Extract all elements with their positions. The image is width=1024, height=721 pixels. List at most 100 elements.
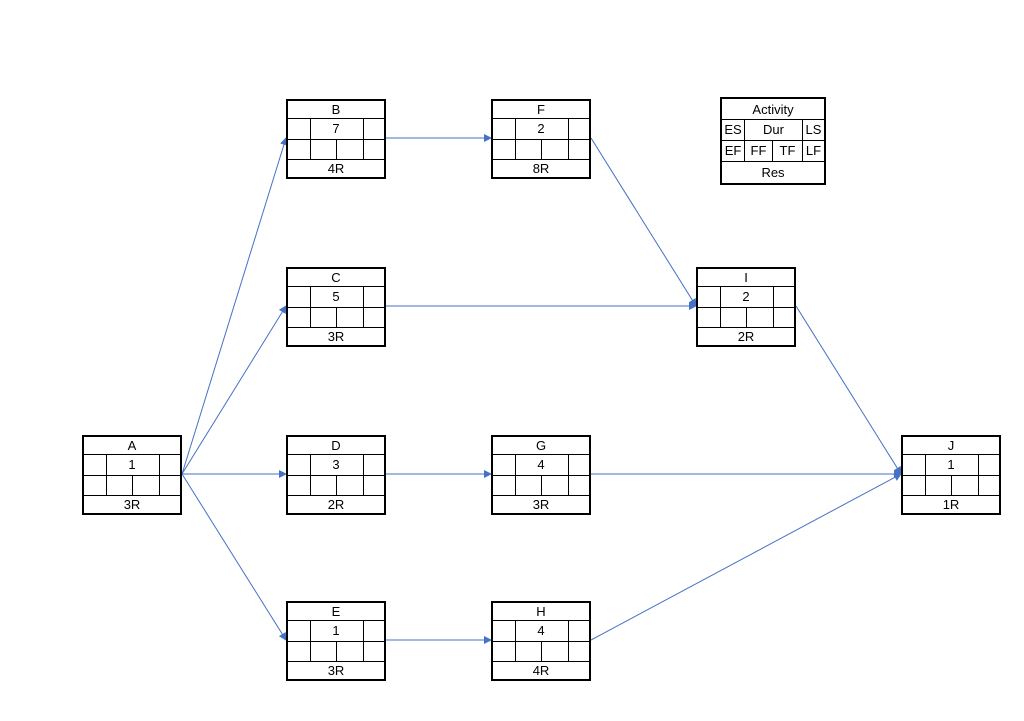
activity-node-g: G 4 3R [491,435,591,515]
arrow-a-to-b [181,137,288,475]
activity-resource-row: 1R [903,496,999,513]
activity-name-row: H [493,603,589,621]
activity-name-row: E [288,603,384,621]
activity-resource: 3R [327,663,345,678]
arrow-h-to-j [590,473,902,641]
activity-resource: 4R [327,161,345,176]
legend-tf: TF [772,141,802,161]
activity-name: E [331,604,341,619]
activity-resource-row: 4R [288,160,384,177]
activity-resource: 2R [737,329,755,344]
activity-name: B [331,102,341,117]
activity-resource-row: 8R [493,160,589,177]
legend-es: ES [724,122,742,137]
activity-duration: 1 [947,457,955,472]
activity-resource: 3R [327,329,345,344]
activity-duration-row: 1 [903,455,999,476]
activity-name-row: C [288,269,384,287]
activity-duration-row: 1 [84,455,180,476]
activity-float-row [84,476,180,496]
activity-name-row: B [288,101,384,119]
activity-name-row: J [903,437,999,455]
activity-node-j: J 1 1R [901,435,1001,515]
activity-resource-row: 4R [493,662,589,679]
activity-float-row [288,642,384,662]
activity-duration: 1 [332,623,340,638]
activity-float-row [288,308,384,328]
arrow-a-to-c [181,305,287,475]
activity-duration-row: 5 [288,287,384,308]
legend-lf: LF [802,141,824,161]
activity-float-row [493,476,589,496]
legend-res: Res [761,165,785,180]
legend-row-finish: EF FF TF LF [722,141,824,162]
activity-duration: 5 [332,289,340,304]
legend-title: Activity [722,99,824,120]
activity-duration: 2 [742,289,750,304]
activity-resource: 1R [942,497,960,512]
legend-box: Activity ES Dur LS EF FF TF LF Res [720,97,826,185]
activity-float-row [288,476,384,496]
activity-duration: 4 [537,457,545,472]
activity-name: F [537,102,545,117]
activity-name: H [536,604,546,619]
activity-duration-row: 2 [493,119,589,140]
activity-name: C [331,270,341,285]
activity-node-h: H 4 4R [491,601,591,681]
legend-dur: Dur [744,120,802,140]
activity-node-f: F 2 8R [491,99,591,179]
activity-name: D [331,438,341,453]
activity-name-row: D [288,437,384,455]
activity-duration: 2 [537,121,545,136]
activity-resource: 8R [532,161,550,176]
activity-float-row [493,140,589,160]
activity-duration: 7 [332,121,340,136]
activity-name: I [744,270,748,285]
activity-name-row: G [493,437,589,455]
activity-name-row: I [698,269,794,287]
activity-resource-row: 3R [493,496,589,513]
activity-resource: 3R [123,497,141,512]
activity-resource-row: 3R [288,328,384,345]
activity-name-row: F [493,101,589,119]
activity-node-e: E 1 3R [286,601,386,681]
legend-ls: LS [802,120,824,140]
activity-name: A [127,438,137,453]
activity-resource: 3R [532,497,550,512]
activity-name-row: A [84,437,180,455]
activity-name: G [535,438,547,453]
activity-resource: 2R [327,497,345,512]
arrow-f-to-i [590,137,697,307]
activity-duration: 1 [128,457,136,472]
activity-duration-row: 1 [288,621,384,642]
activity-duration: 4 [537,623,545,638]
activity-node-b: B 7 4R [286,99,386,179]
arrow-i-to-j [795,305,902,475]
activity-resource-row: 2R [698,328,794,345]
activity-duration-row: 4 [493,621,589,642]
legend-ef: EF [724,143,742,158]
activity-node-c: C 5 3R [286,267,386,347]
activity-float-row [493,642,589,662]
activity-node-i: I 2 2R [696,267,796,347]
activity-duration-row: 3 [288,455,384,476]
activity-duration: 3 [332,457,340,472]
activity-float-row [903,476,999,496]
activity-resource: 4R [532,663,550,678]
legend-ff: FF [744,141,772,161]
activity-float-row [698,308,794,328]
activity-duration-row: 4 [493,455,589,476]
activity-duration-row: 2 [698,287,794,308]
activity-node-d: D 3 2R [286,435,386,515]
activity-node-a: A 1 3R [82,435,182,515]
activity-resource-row: 3R [84,496,180,513]
legend-row-start: ES Dur LS [722,120,824,141]
arrow-a-to-e [181,473,287,641]
activity-resource-row: 3R [288,662,384,679]
activity-float-row [288,140,384,160]
activity-resource-row: 2R [288,496,384,513]
activity-duration-row: 7 [288,119,384,140]
activity-name: J [947,438,955,453]
